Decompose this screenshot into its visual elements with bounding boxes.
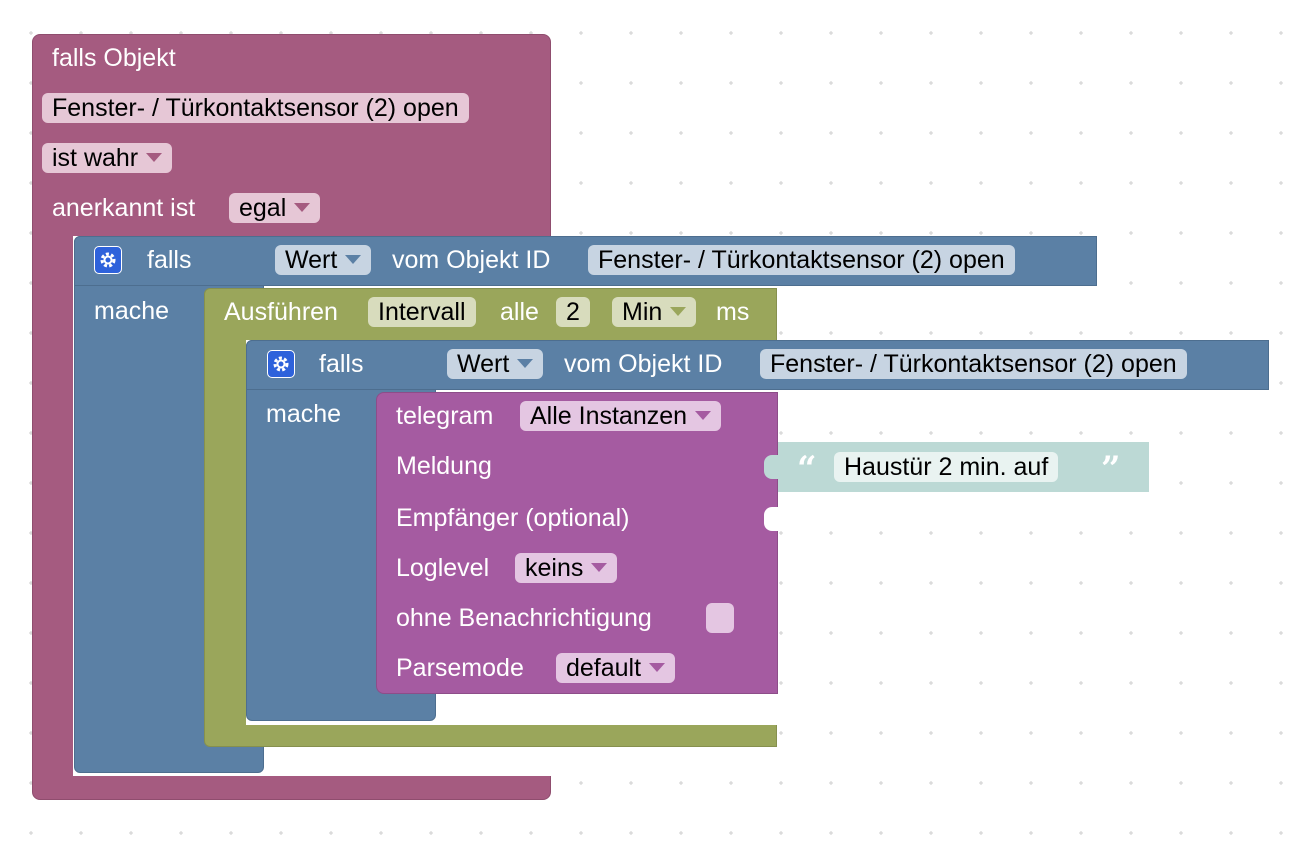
telegram-parsemode-dropdown[interactable]: default xyxy=(556,653,676,683)
exec-ms-label: ms xyxy=(716,298,750,326)
outer-if-falls-label: falls xyxy=(147,246,192,274)
telegram-instance-dropdown[interactable]: Alle Instanzen xyxy=(520,401,722,431)
chevron-down-icon xyxy=(591,562,608,572)
text-value-field[interactable]: Haustür 2 min. auf xyxy=(834,452,1059,482)
inner-if-value-text: Wert xyxy=(457,350,510,378)
telegram-loglevel-value: keins xyxy=(525,554,584,582)
inner-if-falls-label: falls xyxy=(319,350,364,378)
inner-if-value-dropdown[interactable]: Wert xyxy=(447,349,544,379)
telegram-no-notification-label: ohne Benachrichtigung xyxy=(396,604,652,632)
outer-if-object-id-field[interactable]: Fenster- / Türkontaktsensor (2) open xyxy=(588,245,1015,275)
telegram-loglevel-dropdown[interactable]: keins xyxy=(515,553,618,583)
trigger-object-id-field[interactable]: Fenster- / Türkontaktsensor (2) open xyxy=(42,93,469,123)
gear-icon[interactable] xyxy=(267,350,295,378)
open-quote-icon: “ xyxy=(797,449,817,489)
exec-amount-field[interactable]: 2 xyxy=(556,297,590,327)
trigger-condition-dropdown[interactable]: ist wahr xyxy=(42,143,173,173)
no-notification-checkbox[interactable] xyxy=(706,603,734,633)
exec-unit-value: Min xyxy=(622,298,663,326)
telegram-loglevel-label: Loglevel xyxy=(396,554,490,582)
telegram-block[interactable] xyxy=(376,392,778,694)
outer-if-value-text: Wert xyxy=(285,246,338,274)
inner-if-mache-label: mache xyxy=(266,400,342,428)
telegram-recipient-label: Empfänger (optional) xyxy=(396,504,630,532)
outer-if-mache-label: mache xyxy=(94,297,170,325)
gear-icon[interactable] xyxy=(94,246,122,274)
chevron-down-icon xyxy=(695,410,712,420)
trigger-ack-label: anerkannt ist xyxy=(52,194,196,222)
telegram-parsemode-label: Parsemode xyxy=(396,654,524,682)
close-quote-icon: ” xyxy=(1101,449,1121,489)
trigger-title: falls Objekt xyxy=(52,44,176,72)
telegram-label: telegram xyxy=(396,402,494,430)
telegram-message-label: Meldung xyxy=(396,452,492,480)
outer-if-value-dropdown[interactable]: Wert xyxy=(275,245,372,275)
inner-if-object-id-field[interactable]: Fenster- / Türkontaktsensor (2) open xyxy=(760,349,1187,379)
message-input-notch xyxy=(764,455,780,479)
inner-if-header xyxy=(246,340,1269,390)
chevron-down-icon xyxy=(670,306,687,316)
exec-label: Ausführen xyxy=(224,298,338,326)
trigger-condition-value: ist wahr xyxy=(52,144,139,172)
outer-if-from-object-label: vom Objekt ID xyxy=(392,246,551,274)
inner-if-from-object-label: vom Objekt ID xyxy=(564,350,723,378)
trigger-ack-value: egal xyxy=(239,194,287,222)
chevron-down-icon xyxy=(649,662,666,672)
telegram-instance-value: Alle Instanzen xyxy=(530,402,688,430)
trigger-ack-dropdown[interactable]: egal xyxy=(229,193,321,223)
exec-mode-field[interactable]: Intervall xyxy=(368,297,476,327)
chevron-down-icon xyxy=(345,254,362,264)
exec-every-label: alle xyxy=(500,298,539,326)
exec-unit-dropdown[interactable]: Min xyxy=(612,297,697,327)
telegram-parsemode-value: default xyxy=(566,654,642,682)
chevron-down-icon xyxy=(294,202,311,212)
recipient-input-notch[interactable] xyxy=(764,507,780,531)
chevron-down-icon xyxy=(517,358,534,368)
chevron-down-icon xyxy=(146,152,163,162)
